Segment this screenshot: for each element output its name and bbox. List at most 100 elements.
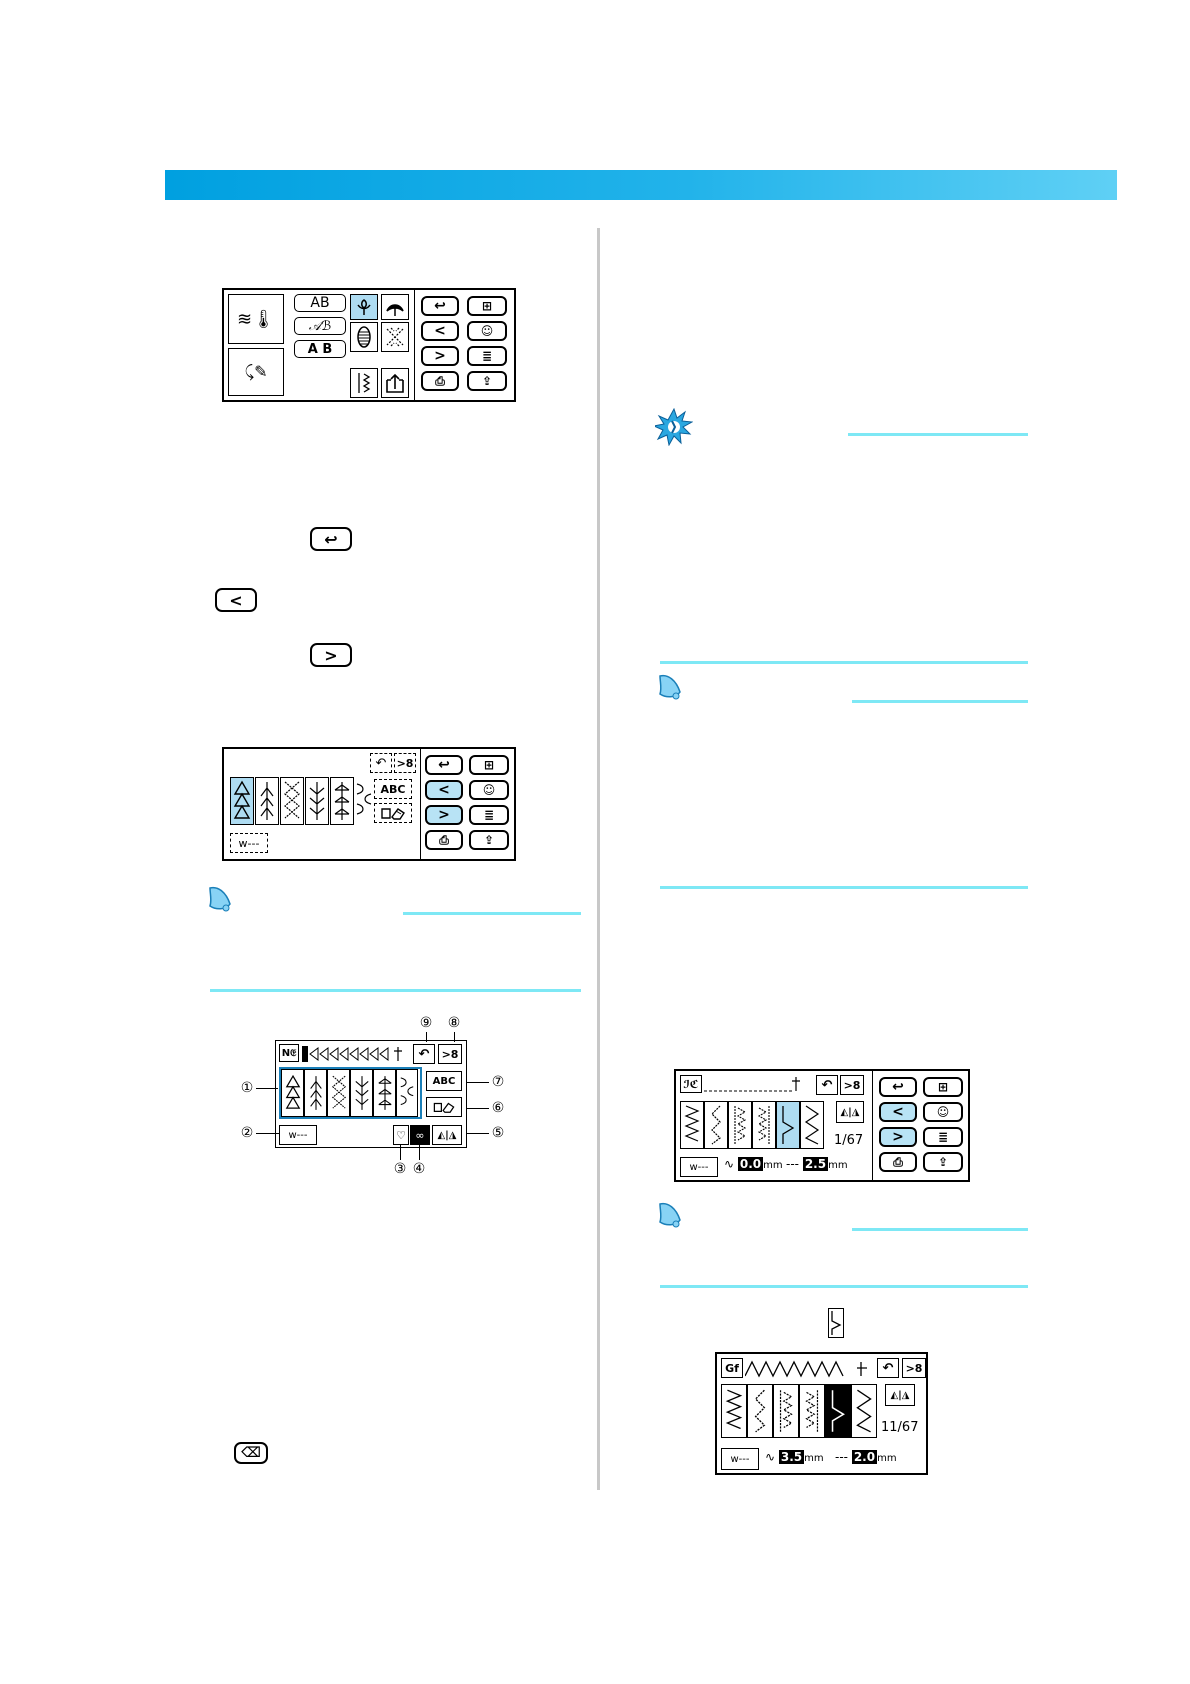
loop-key[interactable]: ∞ [410, 1125, 430, 1145]
clear-key[interactable] [426, 1097, 462, 1117]
back-button[interactable]: ↩ [421, 296, 459, 316]
prev-page-button[interactable]: < [421, 321, 459, 341]
stitch-pattern-3[interactable] [280, 777, 304, 825]
stitch-pattern-2[interactable] [747, 1384, 773, 1438]
character-outline-key[interactable]: AB [294, 294, 346, 312]
stitch-pattern-1[interactable] [281, 1069, 304, 1117]
lcd-annotated-screen: N𝔈 ↶ >8 ABC ᴡ--- ♡ ∞ ◭|◮ [275, 1040, 467, 1148]
stitch-pattern-3[interactable] [773, 1384, 799, 1438]
quilt-stitch-category[interactable]: ⤹✎ [228, 348, 284, 396]
clear-key[interactable] [374, 803, 412, 823]
memory-button[interactable]: ⊞ [467, 296, 507, 316]
stitch-pattern-5[interactable] [373, 1069, 396, 1117]
width-value: 3.5 [778, 1450, 805, 1464]
stitch-length-key[interactable]: ᴡ--- [721, 1448, 759, 1470]
stitch-pattern-6[interactable] [851, 1384, 877, 1438]
save-button[interactable]: ⎙ [879, 1152, 917, 1172]
stitch-preview-line [302, 1046, 402, 1062]
satin-stitch-category[interactable] [350, 322, 378, 352]
stitch-pattern-6[interactable] [396, 1069, 418, 1117]
stitch-pattern-5[interactable] [330, 777, 354, 825]
save-button[interactable]: ⎙ [421, 371, 459, 391]
stitch-pattern-3[interactable] [327, 1069, 350, 1117]
recall-button[interactable]: ⇪ [467, 371, 507, 391]
help-button[interactable]: ☺ [469, 780, 509, 800]
width-unit: mm [763, 1160, 783, 1171]
my-custom-stitch-key[interactable] [381, 368, 409, 398]
prev-page-button[interactable]: < [425, 780, 463, 800]
recall-button[interactable]: ⇪ [923, 1152, 963, 1172]
zigzag-icon [684, 1105, 700, 1142]
memo-rule-top [852, 1228, 1028, 1231]
stitch-pattern-3[interactable] [728, 1101, 752, 1149]
triangle-stack-icon [285, 1074, 300, 1109]
thread-cut-key[interactable]: >8 [840, 1075, 864, 1095]
cross-stitch-icon [386, 327, 404, 347]
thread-cut-key[interactable]: >8 [438, 1044, 462, 1064]
callout-8: ⑧ [447, 1015, 461, 1031]
mirror-image-key[interactable]: ◭|◮ [885, 1384, 915, 1406]
back-button[interactable]: ↩ [879, 1077, 917, 1097]
stitch-pattern-5[interactable] [776, 1101, 800, 1149]
stitch-pattern-4[interactable] [350, 1069, 373, 1117]
stitch-pattern-1[interactable] [721, 1384, 747, 1438]
thread-cut-key[interactable]: >8 [902, 1358, 926, 1378]
text-abc-key[interactable]: ABC [374, 779, 412, 799]
manual-button[interactable]: ≣ [923, 1127, 963, 1147]
stitch-pattern-4[interactable] [799, 1384, 825, 1438]
recall-button[interactable]: ⇪ [469, 830, 509, 850]
stitch-length-key[interactable]: ᴡ--- [680, 1157, 718, 1177]
help-button[interactable]: ☺ [467, 321, 507, 341]
stitch-pattern-6[interactable] [355, 777, 373, 825]
stitch-row-outline [279, 1067, 422, 1119]
stitch-column-icon [358, 373, 371, 393]
character-script-key[interactable]: 𝒜ℬ [294, 317, 346, 335]
next-page-button[interactable]: > [421, 346, 459, 366]
stitch-pattern-5-selected[interactable] [825, 1384, 851, 1438]
stitch-pattern-4[interactable] [305, 777, 329, 825]
cross-stitch-category[interactable] [381, 322, 409, 352]
blind-hem-icon [831, 1390, 845, 1432]
help-button[interactable]: ☺ [923, 1102, 963, 1122]
heirloom-stitch-category[interactable] [381, 294, 409, 320]
blind-hem-icon [782, 1106, 795, 1144]
mirror-key[interactable]: ↶ [370, 753, 392, 773]
prev-page-button[interactable]: < [879, 1102, 917, 1122]
length-unit: mm [828, 1160, 848, 1171]
cut-key[interactable]: >8 [394, 753, 416, 773]
stitch-pattern-1[interactable] [680, 1101, 704, 1149]
stitch-pattern-2[interactable] [304, 1069, 327, 1117]
text-abc-key[interactable]: ABC [426, 1071, 462, 1091]
reverse-stitch-key[interactable]: ↶ [816, 1075, 838, 1095]
stitch-pattern-2[interactable] [255, 777, 279, 825]
page-indicator: 1/67 [834, 1133, 864, 1148]
stitch-column-key[interactable] [350, 368, 378, 398]
manual-button[interactable]: ≣ [469, 805, 509, 825]
save-button[interactable]: ⎙ [425, 830, 463, 850]
overcast-icon [757, 1106, 770, 1144]
reverse-stitch-key[interactable]: ↶ [877, 1358, 899, 1378]
stitch-pattern-6[interactable] [800, 1101, 824, 1149]
chevron-lattice-icon [309, 782, 325, 820]
memory-button[interactable]: ⊞ [469, 755, 509, 775]
heart-key[interactable]: ♡ [393, 1125, 409, 1145]
stitch-length-key[interactable]: ᴡ--- [279, 1125, 317, 1145]
mirror-image-key[interactable]: ◭|◮ [836, 1101, 864, 1123]
memory-button[interactable]: ⊞ [923, 1077, 963, 1097]
memo-rule-bottom [660, 1285, 1028, 1288]
stitch-length-key[interactable]: ᴡ--- [230, 833, 268, 853]
decorative-stitch-category[interactable] [350, 294, 378, 320]
stitch-pattern-4[interactable] [752, 1101, 776, 1149]
utility-stitch-category[interactable]: ≋🌡 [228, 294, 284, 344]
character-3d-key[interactable]: A B [294, 340, 346, 358]
back-button[interactable]: ↩ [425, 755, 463, 775]
reverse-stitch-key[interactable]: ↶ [413, 1044, 435, 1064]
stitch-pattern-1[interactable] [230, 777, 254, 825]
next-page-button[interactable]: > [879, 1127, 917, 1147]
stitch-pattern-2[interactable] [704, 1101, 728, 1149]
mirror-image-key[interactable]: ◭|◮ [432, 1125, 462, 1145]
manual-button[interactable]: ≣ [467, 346, 507, 366]
next-page-button[interactable]: > [425, 805, 463, 825]
